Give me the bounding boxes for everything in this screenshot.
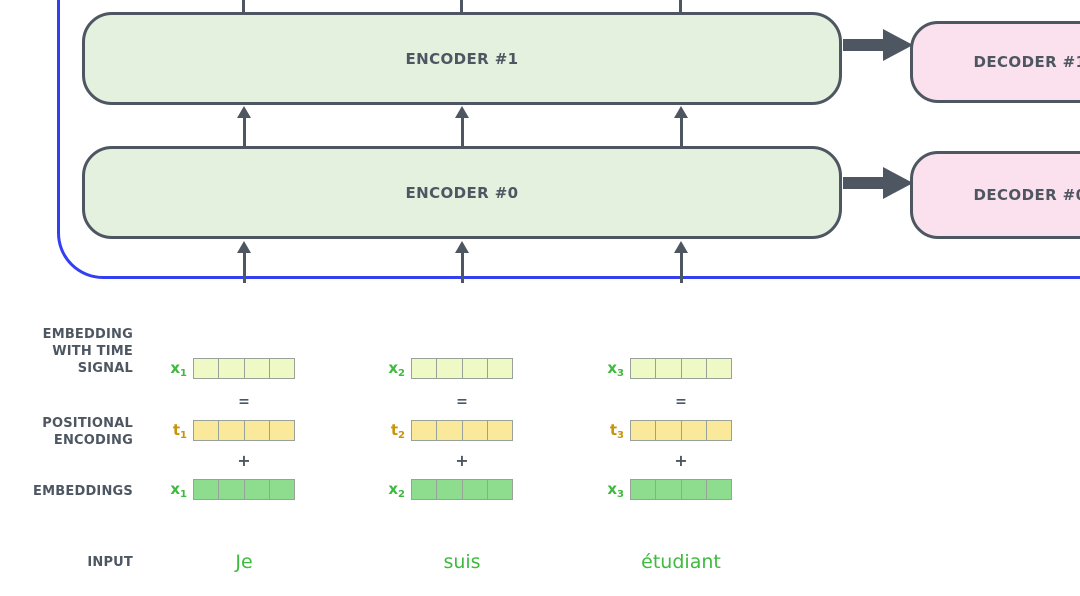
decoder-0-label: DECODER #0 <box>973 186 1080 204</box>
plus-operator: + <box>237 451 251 470</box>
x2-time-signal-label: x2 <box>388 359 405 379</box>
vector-x3-embedding <box>630 479 732 500</box>
decoder-1-label: DECODER #1 <box>973 53 1080 71</box>
plus-operator: + <box>674 451 688 470</box>
up-arrow-icon <box>237 241 251 283</box>
vector-x1-embedding <box>193 479 295 500</box>
top-connector-line-icon <box>679 0 682 14</box>
arrow-head <box>883 29 913 61</box>
encoder-stack-container <box>57 0 1080 279</box>
equals-operator: = <box>238 394 250 410</box>
vector-t3-positional <box>630 420 732 441</box>
arrow-shaft <box>843 177 883 189</box>
vector-x2-embedding <box>411 479 513 500</box>
decoder-0-box: DECODER #0 <box>910 151 1080 239</box>
vector-x2-time-signal <box>411 358 513 379</box>
x3-time-signal-label: x3 <box>607 359 624 379</box>
arrow-shaft <box>843 39 883 51</box>
top-connector-line-icon <box>242 0 245 14</box>
decoder-1-box: DECODER #1 <box>910 21 1080 103</box>
equals-operator: = <box>456 394 468 410</box>
row-label-positional-encoding: POSITIONAL ENCODING <box>42 416 133 448</box>
row-label-embedding-with-time-signal: EMBEDDING WITH TIME SIGNAL <box>42 327 133 376</box>
up-arrow-icon <box>674 106 688 146</box>
vector-t1-positional <box>193 420 295 441</box>
x2-embedding-label: x2 <box>388 480 405 500</box>
arrow-head <box>883 167 913 199</box>
encoder-1-label: ENCODER #1 <box>405 49 519 68</box>
encoder1-to-decoder1-arrow-icon <box>843 29 913 61</box>
input-word-je: Je <box>235 551 253 573</box>
up-arrow-icon <box>455 106 469 146</box>
input-word-etudiant: étudiant <box>641 551 721 573</box>
row-label-input: INPUT <box>87 555 133 570</box>
input-word-suis: suis <box>443 551 481 573</box>
equals-operator: = <box>675 394 687 410</box>
x3-embedding-label: x3 <box>607 480 624 500</box>
encoder-0-box: ENCODER #0 <box>82 146 842 239</box>
vector-x1-time-signal <box>193 358 295 379</box>
top-connector-line-icon <box>460 0 463 14</box>
t3-positional-label: t3 <box>609 421 624 441</box>
encoder-1-box: ENCODER #1 <box>82 12 842 105</box>
vector-t2-positional <box>411 420 513 441</box>
encoder-0-label: ENCODER #0 <box>405 183 519 202</box>
x1-time-signal-label: x1 <box>170 359 187 379</box>
row-label-embeddings: EMBEDDINGS <box>33 484 133 499</box>
up-arrow-icon <box>455 241 469 283</box>
up-arrow-icon <box>674 241 688 283</box>
vector-x3-time-signal <box>630 358 732 379</box>
plus-operator: + <box>455 451 469 470</box>
encoder0-to-decoder0-arrow-icon <box>843 167 913 199</box>
t1-positional-label: t1 <box>172 421 187 441</box>
x1-embedding-label: x1 <box>170 480 187 500</box>
up-arrow-icon <box>237 106 251 146</box>
t2-positional-label: t2 <box>390 421 405 441</box>
